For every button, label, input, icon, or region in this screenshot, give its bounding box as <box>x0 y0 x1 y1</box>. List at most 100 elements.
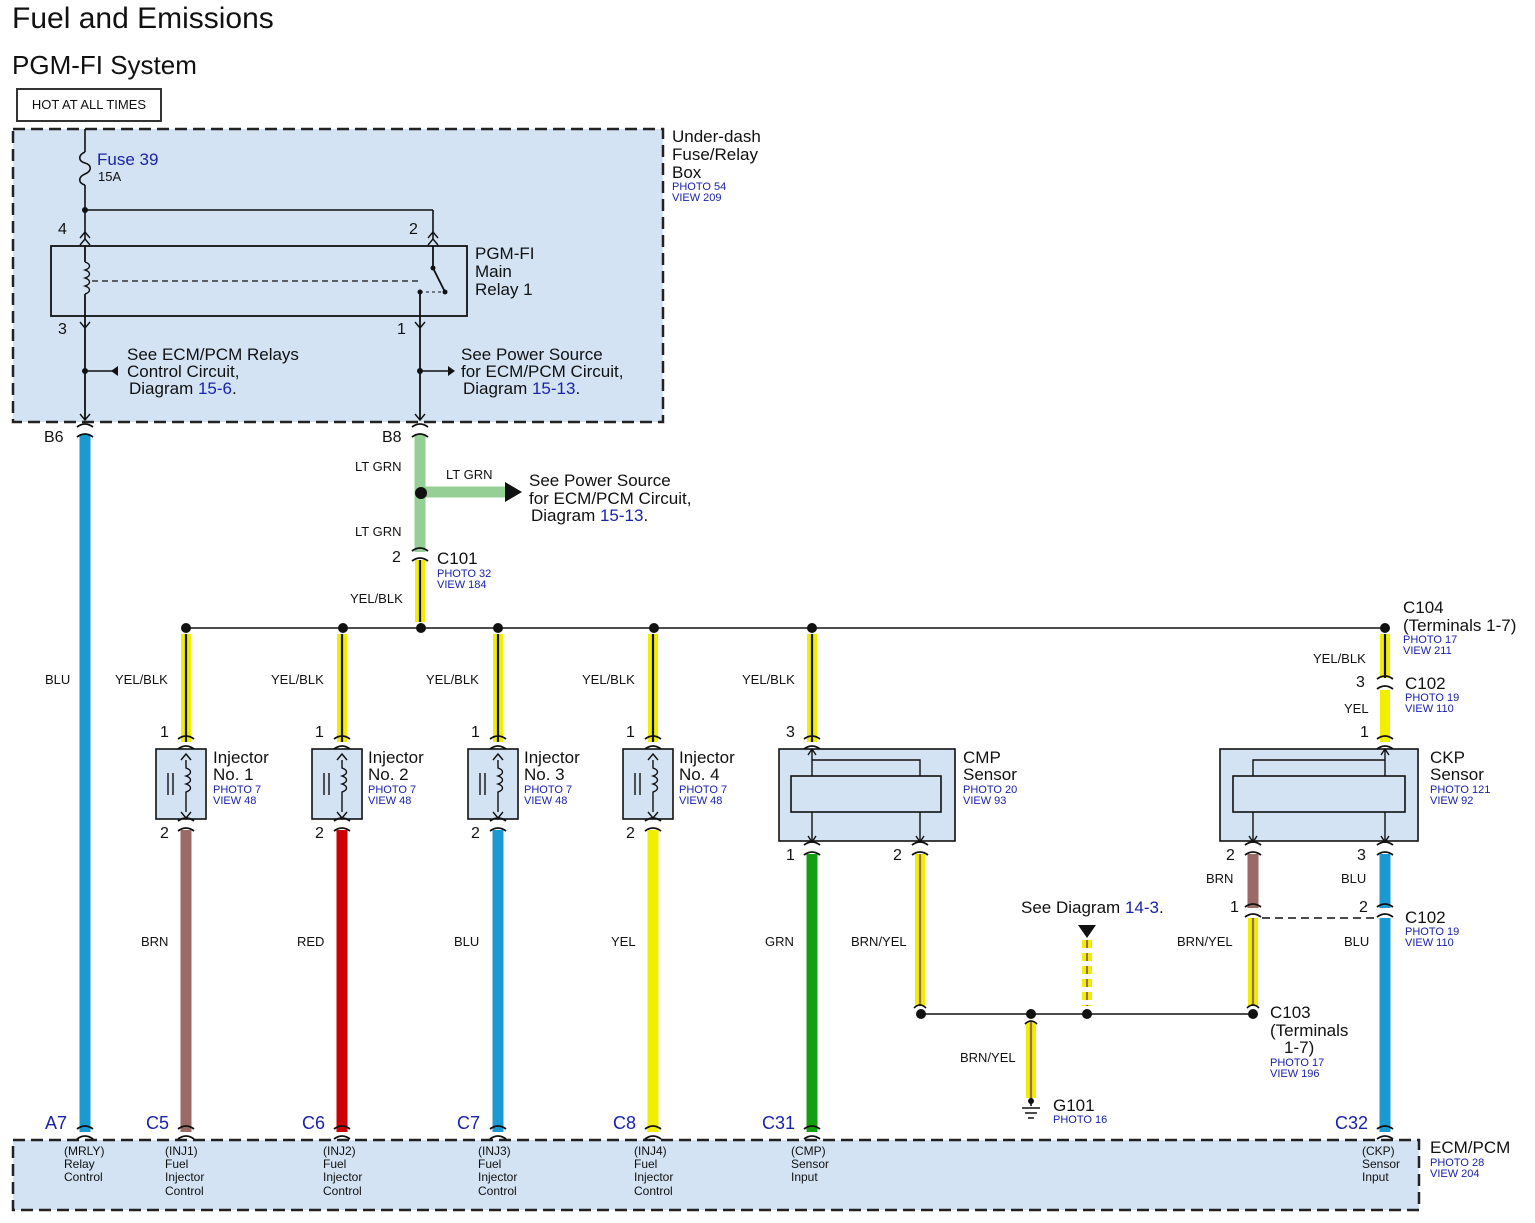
wire-label-red-c6: RED <box>297 934 325 949</box>
c102a-photo[interactable]: PHOTO 19 <box>1405 692 1460 704</box>
cmp-sub: Sensor <box>963 765 1017 784</box>
cmp-photo[interactable]: PHOTO 20 <box>963 784 1018 796</box>
conn-cmp-top-lower <box>803 745 821 750</box>
fuse-name[interactable]: Fuse 39 <box>97 150 159 169</box>
diagram-14-3-link[interactable]: 14-3 <box>1124 898 1159 917</box>
relay-body <box>50 230 468 422</box>
wires-layer <box>76 423 1419 1140</box>
wire-label-blu-a7: BLU <box>45 672 71 687</box>
conn-c102-2-lower <box>1376 913 1394 918</box>
inj1-photo[interactable]: PHOTO 7 <box>213 784 262 796</box>
c104-view[interactable]: VIEW 211 <box>1403 645 1452 657</box>
ecm-view[interactable]: VIEW 204 <box>1430 1168 1480 1180</box>
wire-label-yelblk-inj4: YEL/BLK <box>582 672 635 687</box>
ecm-terminal-c31: C31 <box>762 1113 796 1133</box>
conn-inj1-top-lower <box>177 745 195 750</box>
conn-cmp-1-upper <box>803 841 821 846</box>
conn-inj4-ecm-upper <box>644 1125 662 1130</box>
injector-2-coil <box>339 760 348 812</box>
note-relays-line3: Diagram 15-6. <box>129 379 237 398</box>
c101-photo[interactable]: PHOTO 32 <box>437 568 492 580</box>
fuse-junction-dot <box>82 207 88 213</box>
inj4-pin-top: 1 <box>626 724 635 741</box>
inj3-view[interactable]: VIEW 48 <box>524 795 568 807</box>
c102b-pin-2: 2 <box>1359 899 1368 916</box>
inj4-photo[interactable]: PHOTO 7 <box>679 784 728 796</box>
diagram-15-13-link-b[interactable]: 15-13 <box>599 506 644 525</box>
fusebox-name-3: Box <box>672 163 702 182</box>
fusebox-name-1: Under-dash <box>672 127 761 146</box>
ecm-pcm-box <box>11 1138 1421 1212</box>
g101-photo[interactable]: PHOTO 16 <box>1053 1114 1108 1126</box>
conn-cmp-top-upper <box>803 735 821 740</box>
conn-cmp-2-upper <box>911 841 929 846</box>
conn-inj1-ecm-lower <box>177 1135 195 1140</box>
conn-c101-upper <box>411 547 429 552</box>
fusebox-view[interactable]: VIEW 209 <box>672 192 722 204</box>
conn-a7-lower <box>76 1135 94 1140</box>
ckp-name: CKP <box>1430 748 1465 767</box>
bus-splice-4 <box>649 623 659 633</box>
cmp-view[interactable]: VIEW 93 <box>963 795 1007 807</box>
c104-photo[interactable]: PHOTO 17 <box>1403 634 1458 646</box>
wire-label-ltgrn-2: LT GRN <box>355 524 402 539</box>
wire-label-yel-ckp: YEL <box>1344 701 1369 716</box>
c102a-view[interactable]: VIEW 110 <box>1405 703 1454 715</box>
ground-splice-3 <box>1082 1009 1092 1019</box>
ecm-terminal-c7: C7 <box>457 1113 481 1133</box>
connector-b8: B8 <box>382 429 402 446</box>
conn-inj3-top-lower <box>489 745 507 750</box>
c103-photo[interactable]: PHOTO 17 <box>1270 1057 1325 1069</box>
injector-4-coil <box>650 760 659 812</box>
conn-c101-lower <box>411 557 429 562</box>
ckp-photo[interactable]: PHOTO 121 <box>1430 784 1491 796</box>
relay-pin-4: 4 <box>58 221 67 238</box>
c103-view[interactable]: VIEW 196 <box>1270 1068 1320 1080</box>
inj3-no: No. 3 <box>524 765 565 784</box>
inj4-no: No. 4 <box>679 765 720 784</box>
c101-view[interactable]: VIEW 184 <box>437 579 487 591</box>
inj4-view[interactable]: VIEW 48 <box>679 795 723 807</box>
c102b-photo[interactable]: PHOTO 19 <box>1405 926 1460 938</box>
fusebox-photo[interactable]: PHOTO 54 <box>672 181 727 193</box>
ecm-photo[interactable]: PHOTO 28 <box>1430 1157 1485 1169</box>
inj2-view[interactable]: VIEW 48 <box>368 795 412 807</box>
wire-label-yelblk-inj1: YEL/BLK <box>115 672 168 687</box>
conn-c31-lower <box>803 1135 821 1140</box>
conn-inj3-top-upper <box>489 735 507 740</box>
injector-1-box <box>155 748 207 820</box>
conn-b6-upper <box>76 423 94 428</box>
injector-2-core <box>323 773 330 795</box>
inj1-view[interactable]: VIEW 48 <box>213 795 257 807</box>
conn-cmp-2-lower <box>911 851 929 856</box>
inj1-no: No. 1 <box>213 765 254 784</box>
wire-label-blu-ckp: BLU <box>1341 871 1367 886</box>
injector-3-coil <box>495 760 504 812</box>
ckp-pin-3: 3 <box>1357 847 1366 864</box>
c104-name: C104 <box>1403 598 1444 617</box>
conn-inj3-bot-lower <box>489 827 507 832</box>
inj3-photo[interactable]: PHOTO 7 <box>524 784 573 796</box>
c102b-view[interactable]: VIEW 110 <box>1405 937 1454 949</box>
inj1-pin-bot: 2 <box>160 825 169 842</box>
relay-pin-2: 2 <box>409 221 418 238</box>
inj2-pin-bot: 2 <box>315 825 324 842</box>
conn-cmp-1-lower <box>803 851 821 856</box>
conn-ckp-2-lower <box>1244 851 1262 856</box>
conn-inj3-bot-upper <box>489 817 507 822</box>
g101-wire-top <box>1024 1020 1038 1025</box>
ckp-view[interactable]: VIEW 92 <box>1430 795 1474 807</box>
diagram-15-6-link[interactable]: 15-6 <box>197 379 232 398</box>
ckp-sensor-element <box>1232 775 1406 813</box>
cmp-pin-1: 1 <box>786 847 795 864</box>
relay-name-2: Main <box>475 262 512 281</box>
conn-inj4-ecm-lower <box>644 1135 662 1140</box>
conn-c102-1-upper <box>1244 903 1262 908</box>
note-power-a-line2: for ECM/PCM Circuit, <box>461 362 624 381</box>
inj2-photo[interactable]: PHOTO 7 <box>368 784 417 796</box>
diagram-15-13-link-a[interactable]: 15-13 <box>531 379 576 398</box>
fusebox-name-2: Fuse/Relay <box>672 145 758 164</box>
